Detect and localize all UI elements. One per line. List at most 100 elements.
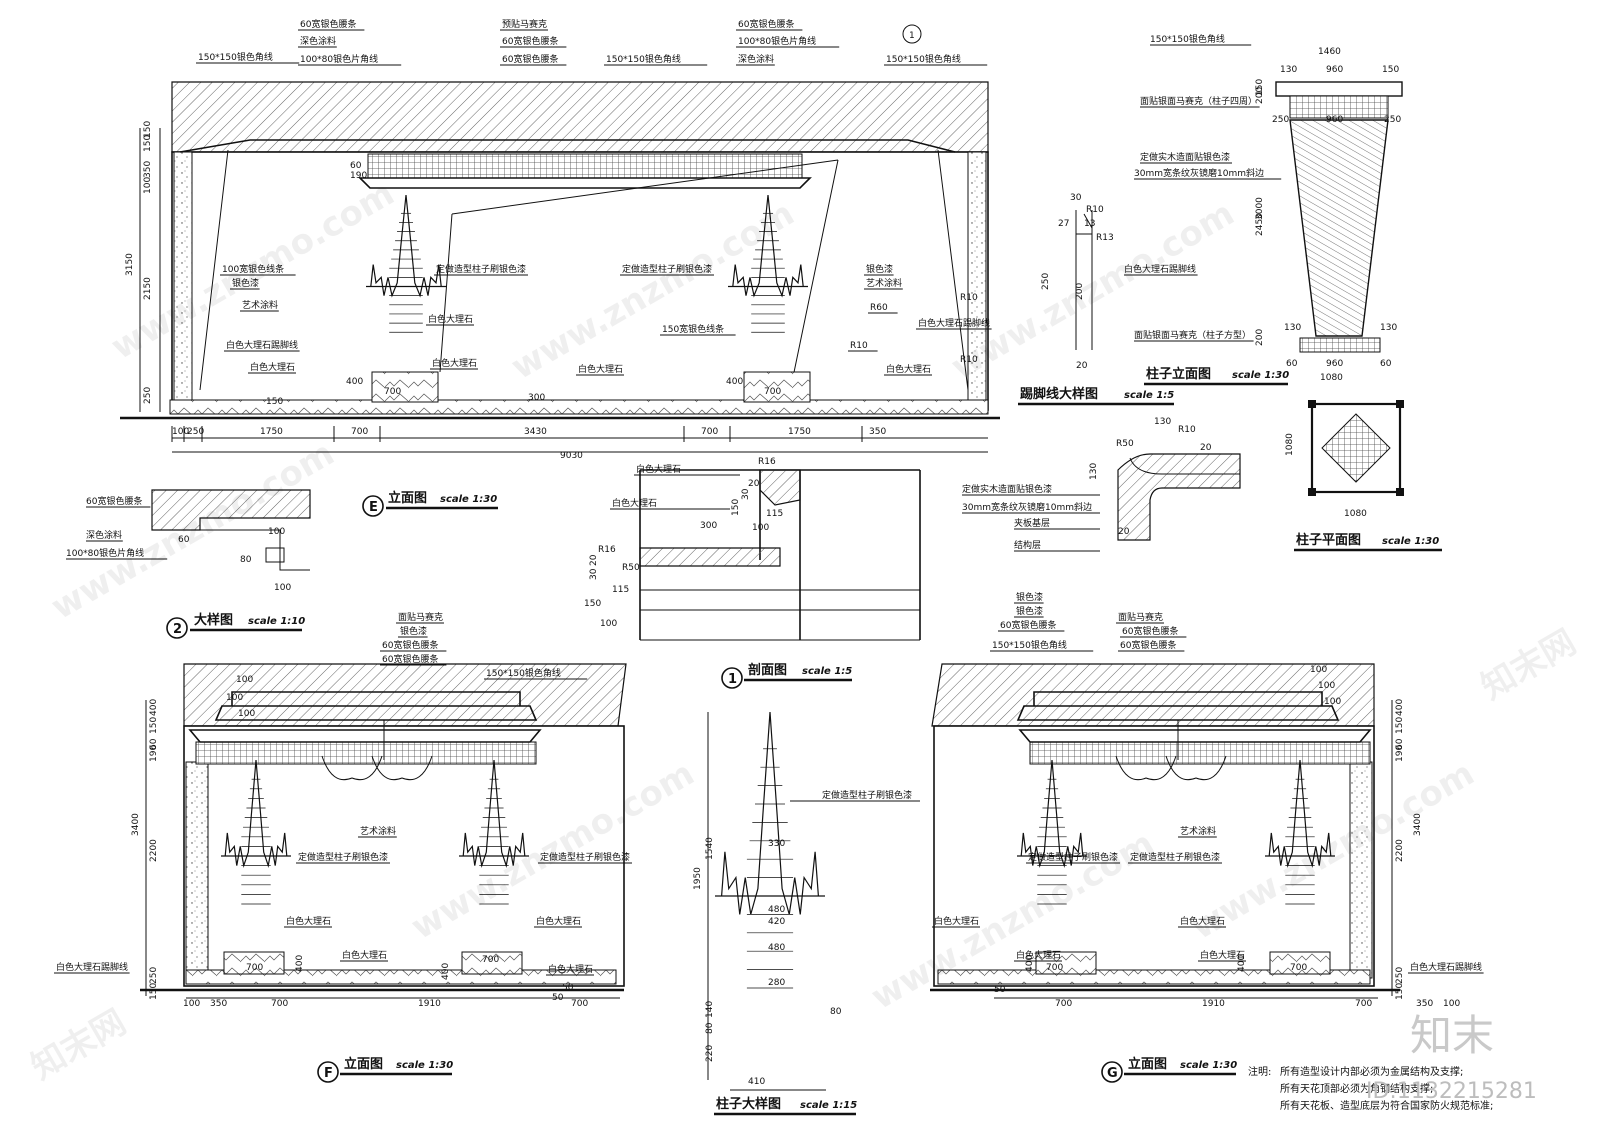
elevation-f-dimension: 150 [149, 717, 159, 734]
elevation-g-label: 定做造型柱子刷银色漆 [1130, 851, 1220, 863]
column-elevation-label: 面贴银面马赛克（柱子方型） [1134, 329, 1251, 341]
elevation-f-dimension: 50 [552, 993, 564, 1003]
column-elevation-dimension: 200 [1255, 329, 1265, 346]
elevation-e-label: 100*80银色片角线 [738, 35, 816, 47]
elevation-g-label: 定做造型柱子刷银色漆 [1028, 851, 1118, 863]
column-detail-label: 定做造型柱子刷银色漆 [822, 789, 912, 801]
elevation-e-dimension: 100 [143, 177, 153, 194]
elevation-e-label: 60宽银色腰条 [738, 18, 794, 30]
elevation-f-label: 银色漆 [400, 625, 427, 637]
svg-text:所有天花板、造型底层为符合国家防火规范标准;: 所有天花板、造型底层为符合国家防火规范标准; [1280, 1099, 1493, 1112]
column-section-label: 夹板基层 [1014, 517, 1050, 529]
elevation-f-label: 白色大理石 [286, 915, 331, 927]
elevation-e-dimension: 1750 [788, 427, 811, 437]
elevation-e-label: 艺术涂料 [242, 299, 278, 311]
svg-text:1: 1 [909, 31, 915, 41]
detail-2-dimension: 100 [274, 583, 291, 593]
baseboard-dimension: R13 [1096, 233, 1114, 243]
elevation-g-dimension: 400 [1395, 699, 1405, 716]
column-section-dimension: 20 [1118, 527, 1130, 537]
elevation-g-label: 银色漆 [1016, 591, 1043, 603]
elevation-e-label: 60宽银色腰条 [502, 35, 558, 47]
elevation-e-dimension: 250 [187, 427, 204, 437]
svg-text:立面图: 立面图 [344, 1056, 383, 1072]
section-1-dimension: 150 [731, 499, 741, 516]
elevation-e-dimension: 350 [869, 427, 886, 437]
svg-text:柱子平面图: 柱子平面图 [1296, 532, 1361, 548]
column-section-label: 定做实木造面贴银色漆 [962, 483, 1052, 495]
pillar-ornament [459, 759, 529, 905]
elevation-f-label: 白色大理石 [536, 915, 581, 927]
column-detail-dimension: 480 [768, 943, 785, 953]
column-detail-dimension: 80 [830, 1007, 842, 1017]
column-elevation-dimension: 1080 [1320, 373, 1343, 383]
elevation-f-label: 60宽银色腰条 [382, 639, 438, 651]
pillar-ornament [728, 194, 808, 333]
column-elevation-label: 面贴银面马赛克（柱子四周） [1140, 95, 1257, 107]
elevation-f-dimension: 700 [271, 999, 288, 1009]
elevation-g-dimension: 100 [1324, 697, 1341, 707]
elevation-e-dimension: 700 [764, 387, 781, 397]
column-elevation-label: 30mm宽条纹灰镜磨10mm斜边 [1134, 167, 1264, 179]
elevation-e-dimension: 350 [143, 161, 153, 178]
elevation-e-dimension-total: 3150 [125, 253, 135, 276]
column-detail-dimension: 220 [705, 1045, 715, 1062]
section-1-dimension: 20 [589, 554, 599, 566]
elevation-g-dimension: 400 [1237, 955, 1247, 972]
section-1-label: 白色大理石 [636, 463, 681, 475]
column-plan-geometry [1308, 400, 1404, 496]
baseboard-title: 踢脚线大样图 scale 1:5 [1018, 386, 1174, 406]
elevation-e-label: 预贴马赛克 [502, 18, 547, 30]
detail-2-dimension: 100 [268, 527, 285, 537]
elevation-f-dimension: 700 [246, 963, 263, 973]
column-elevation-label: 定做实木造面贴银色漆 [1140, 151, 1230, 163]
elevation-g-dimension: 250 [1395, 967, 1405, 984]
elevation-g-dimension: 150 [1395, 717, 1405, 734]
elevation-e-dimension: 1750 [260, 427, 283, 437]
elevation-g-dimension: 350 [1416, 999, 1433, 1009]
column-elevation-dimension: 200 [1255, 87, 1265, 104]
column-elevation-geometry [1275, 81, 1403, 353]
column-detail-dimension: 140 [705, 1001, 715, 1018]
elevation-f-dimension: 2200 [149, 839, 159, 862]
elevation-f-dimension: 400 [441, 963, 451, 980]
elevation-g-label: 60宽银色腰条 [1120, 639, 1176, 651]
elevation-g-label: 60宽银色腰条 [1122, 625, 1178, 637]
elevation-e-dimension: 700 [384, 387, 401, 397]
column-elevation-label: 150*150银色角线 [1150, 33, 1225, 45]
svg-text:剖面图: 剖面图 [748, 662, 787, 678]
svg-text:柱子立面图: 柱子立面图 [1146, 366, 1211, 382]
column-detail-dimension: 280 [768, 978, 785, 988]
column-elevation-dimension: 130 [1284, 323, 1301, 333]
elevation-e-dimension: 60 [350, 161, 362, 171]
elevation-e-label: 白色大理石踢脚线 [226, 339, 298, 351]
elevation-g-dimension: 700 [1290, 963, 1307, 973]
section-1-dimension: R50 [622, 563, 640, 573]
elevation-g-dimension: 50 [994, 985, 1006, 995]
detail-2-dimension: 80 [240, 555, 252, 565]
pillar-ornament [715, 711, 825, 989]
svg-text:立面图: 立面图 [388, 490, 427, 506]
elevation-g-dimension: 100 [1443, 999, 1460, 1009]
column-elevation-dimension: 960 [1326, 115, 1343, 125]
detail-2-label: 60宽银色腰条 [86, 495, 142, 507]
elevation-e-label: 白色大理石 [428, 313, 473, 325]
labels-and-dimensions: 60宽银色腰条深色涂料100*80银色片角线150*150银色角线预贴马赛克60… [54, 18, 1484, 1091]
elevation-g-label: 60宽银色腰条 [1000, 619, 1056, 631]
svg-text:scale 1:30: scale 1:30 [396, 1060, 453, 1071]
elevation-e-label: 150宽银色线条 [662, 323, 724, 335]
elevation-e-label: R60 [870, 303, 888, 313]
column-elevation-dimension: 1460 [1318, 47, 1341, 57]
svg-text:scale 1:15: scale 1:15 [800, 1100, 857, 1111]
elevation-g-label: 150*150银色角线 [992, 639, 1067, 651]
elevation-g-dimension: 150 [1395, 983, 1405, 1000]
column-elevation-dimension: 2450 [1255, 213, 1265, 236]
elevation-g-dimension: 2200 [1395, 839, 1405, 862]
svg-text:scale 1:30: scale 1:30 [440, 494, 497, 505]
pillar-ornament [221, 759, 291, 905]
section-1-title: 1 剖面图 scale 1:5 [721, 662, 852, 689]
elevation-e-dimension: 150 [143, 121, 153, 138]
elevation-f-dimension: 150 [149, 983, 159, 1000]
column-detail-dimension: 480 [768, 905, 785, 915]
